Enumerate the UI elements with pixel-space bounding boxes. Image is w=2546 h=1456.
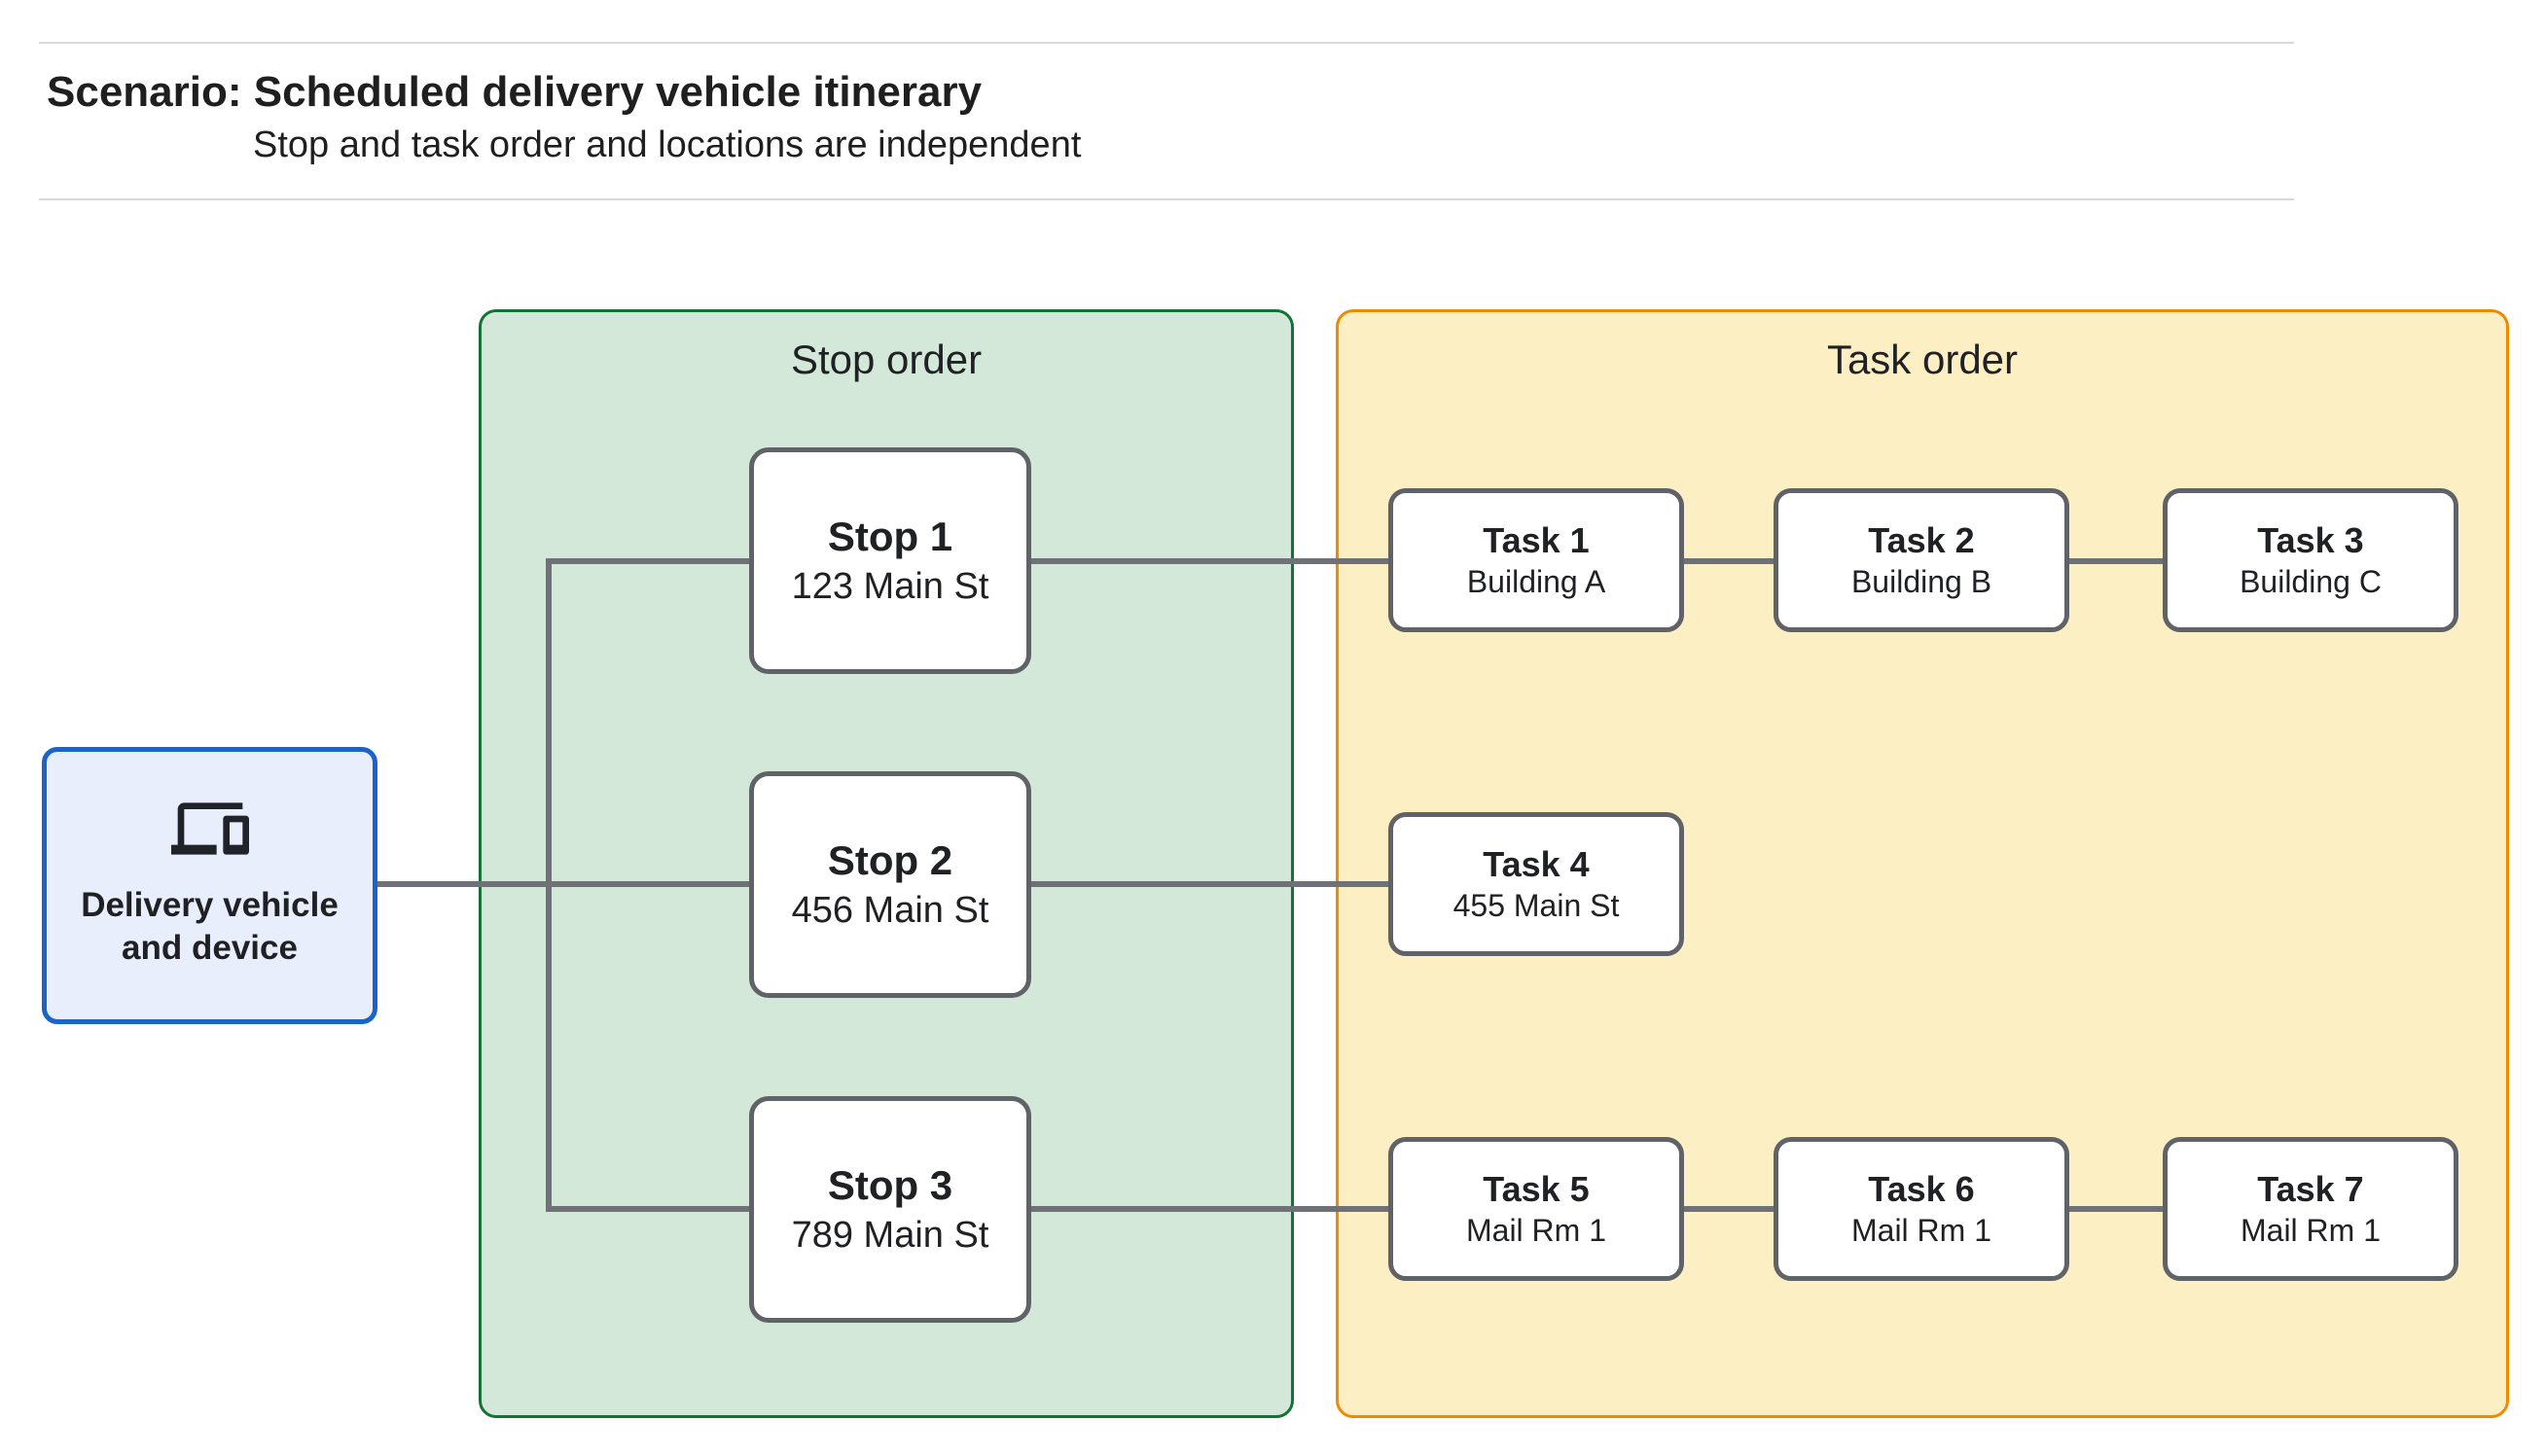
stop-node-title: Stop 3 xyxy=(827,1161,953,1208)
task-7-node: Task 7 Mail Rm 1 xyxy=(2163,1137,2458,1281)
task-node-location: Building B xyxy=(1850,563,1992,599)
delivery-vehicle-node: Delivery vehicle and device xyxy=(42,747,377,1024)
stop-1-node: Stop 1 123 Main St xyxy=(749,447,1031,674)
delivery-vehicle-label-line2: and device xyxy=(122,928,298,967)
task-order-panel-title: Task order xyxy=(1826,337,2019,382)
stop-node-address: 123 Main St xyxy=(791,565,989,607)
task-node-title: Task 3 xyxy=(2257,519,2364,560)
scenario-subtitle: Stop and task order and locations are in… xyxy=(253,124,1082,165)
task-node-title: Task 2 xyxy=(1868,519,1975,560)
scenario-title: Scenario: Scheduled delivery vehicle iti… xyxy=(47,68,983,116)
task-4-node: Task 4 455 Main St xyxy=(1388,812,1684,956)
connector-branch-stop3 xyxy=(546,1206,749,1212)
connector-stop1-to-task1 xyxy=(1031,558,1388,564)
task-node-location: 455 Main St xyxy=(1452,887,1620,923)
stop-3-node: Stop 3 789 Main St xyxy=(749,1096,1031,1323)
stop-node-address: 789 Main St xyxy=(791,1214,989,1256)
task-5-node: Task 5 Mail Rm 1 xyxy=(1388,1137,1684,1281)
task-node-location: Building A xyxy=(1466,563,1606,599)
stop-order-panel-title: Stop order xyxy=(790,337,983,382)
task-node-location: Mail Rm 1 xyxy=(2240,1212,2381,1248)
devices-icon xyxy=(170,802,249,855)
task-node-location: Mail Rm 1 xyxy=(1465,1212,1606,1248)
stop-node-address: 456 Main St xyxy=(791,889,989,931)
header-rule-bottom xyxy=(39,198,2294,200)
stop-2-node: Stop 2 456 Main St xyxy=(749,771,1031,998)
task-2-node: Task 2 Building B xyxy=(1774,488,2069,632)
task-3-node: Task 3 Building C xyxy=(2163,488,2458,632)
task-node-title: Task 5 xyxy=(1483,1168,1590,1209)
task-node-location: Mail Rm 1 xyxy=(1850,1212,1991,1248)
task-node-title: Task 7 xyxy=(2257,1168,2364,1209)
delivery-vehicle-label: Delivery vehicle and device xyxy=(81,884,339,970)
connector-task6-to-task7 xyxy=(2069,1206,2163,1212)
task-node-location: Building C xyxy=(2240,563,2382,599)
connector-branch-stop1 xyxy=(546,558,749,564)
task-node-title: Task 6 xyxy=(1868,1168,1975,1209)
connector-task2-to-task3 xyxy=(2069,558,2163,564)
connector-task5-to-task6 xyxy=(1684,1206,1774,1212)
delivery-vehicle-label-line1: Delivery vehicle xyxy=(81,885,339,924)
connector-stop2-to-task4 xyxy=(1031,881,1388,887)
stop-node-title: Stop 1 xyxy=(827,513,953,559)
task-node-title: Task 1 xyxy=(1483,519,1590,560)
header-rule-top xyxy=(39,42,2294,44)
task-6-node: Task 6 Mail Rm 1 xyxy=(1774,1137,2069,1281)
connector-vehicle-to-stop2 xyxy=(377,881,749,887)
task-1-node: Task 1 Building A xyxy=(1388,488,1684,632)
task-node-title: Task 4 xyxy=(1483,843,1590,884)
connector-trunk-vertical xyxy=(546,558,552,1212)
connector-task1-to-task2 xyxy=(1684,558,1774,564)
stop-node-title: Stop 2 xyxy=(827,836,953,883)
connector-stop3-to-task5 xyxy=(1031,1206,1388,1212)
